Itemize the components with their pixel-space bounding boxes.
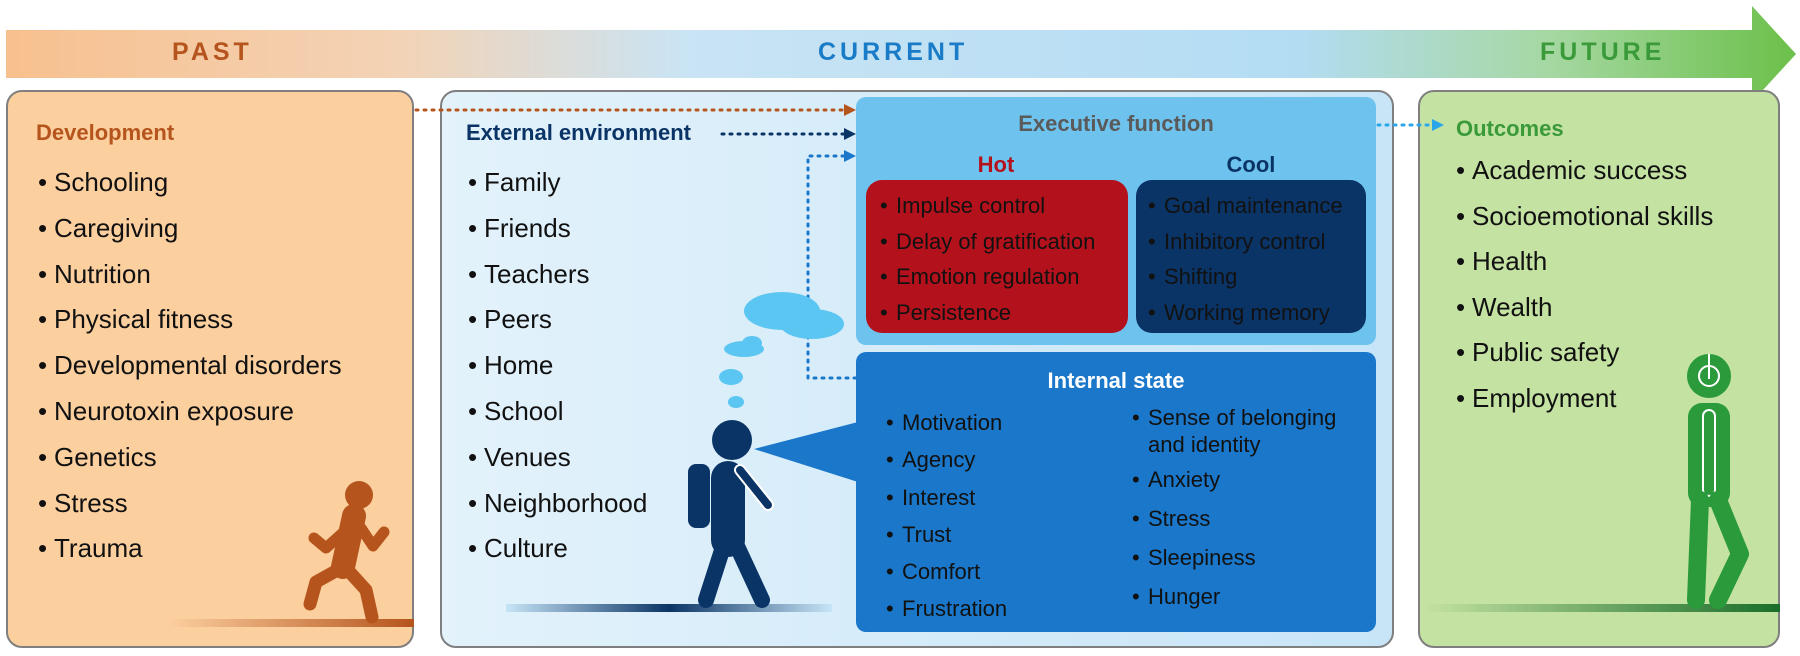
external-environment-item: Teachers bbox=[468, 252, 647, 298]
external-environment-item: Neighborhood bbox=[468, 481, 647, 527]
timeline-future-label: FUTURE bbox=[1540, 38, 1666, 66]
cool-box: Goal maintenanceInhibitory controlShifti… bbox=[1136, 180, 1366, 333]
development-item: Stress bbox=[38, 481, 342, 527]
executive-function-title: Executive function bbox=[1018, 111, 1214, 136]
internal-state-item: Sense of belonging and identity bbox=[1132, 404, 1368, 458]
outcome-item: Public safety bbox=[1456, 330, 1713, 376]
development-list: SchoolingCaregivingNutritionPhysical fit… bbox=[38, 160, 342, 572]
development-title: Development bbox=[36, 120, 175, 145]
internal-state-item: Frustration bbox=[886, 590, 1007, 628]
external-environment-title: External environment bbox=[466, 120, 691, 145]
outcome-item: Health bbox=[1456, 239, 1713, 285]
external-environment-item: Culture bbox=[468, 526, 647, 572]
development-item: Schooling bbox=[38, 160, 342, 206]
cool-item: Inhibitory control bbox=[1148, 224, 1343, 260]
development-item: Trauma bbox=[38, 526, 342, 572]
outcome-item: Wealth bbox=[1456, 285, 1713, 331]
internal-state-item: Trust bbox=[886, 516, 1007, 554]
development-item: Genetics bbox=[38, 435, 342, 481]
cool-title: Cool bbox=[1226, 152, 1276, 177]
internal-state-item: Sleepiness bbox=[1132, 544, 1368, 571]
timeline-current-label: CURRENT bbox=[818, 38, 969, 66]
outcomes-title: Outcomes bbox=[1456, 116, 1564, 141]
cool-item: Working memory bbox=[1148, 295, 1343, 331]
internal-state-item: Hunger bbox=[1132, 583, 1368, 610]
internal-state-item: Comfort bbox=[886, 553, 1007, 591]
development-panel: Development SchoolingCaregivingNutrition… bbox=[6, 90, 414, 648]
external-environment-item: Family bbox=[468, 160, 647, 206]
development-item: Caregiving bbox=[38, 206, 342, 252]
development-item: Neurotoxin exposure bbox=[38, 389, 342, 435]
timeline-arrow bbox=[6, 6, 1796, 102]
outcomes-panel: Outcomes Academic successSocioemotional … bbox=[1418, 90, 1780, 648]
hot-item: Impulse control bbox=[880, 188, 1095, 224]
running-person-icon bbox=[168, 481, 414, 627]
external-environment-item: Home bbox=[468, 343, 647, 389]
cool-item: Shifting bbox=[1148, 259, 1343, 295]
hot-item: Emotion regulation bbox=[880, 259, 1095, 295]
external-environment-list: FamilyFriendsTeachersPeersHomeSchoolVenu… bbox=[468, 160, 647, 572]
hot-box: Impulse controlDelay of gratificationEmo… bbox=[866, 180, 1128, 333]
hot-title: Hot bbox=[977, 152, 1015, 177]
internal-state-item: Agency bbox=[886, 441, 1007, 479]
internal-state-left-list: MotivationAgencyInterestTrustComfortFrus… bbox=[886, 404, 1007, 628]
timeline-past-label: PAST bbox=[172, 38, 253, 66]
hot-list: Impulse controlDelay of gratificationEmo… bbox=[880, 188, 1095, 330]
internal-state-item: Motivation bbox=[886, 404, 1007, 442]
development-item: Physical fitness bbox=[38, 297, 342, 343]
external-environment-item: School bbox=[468, 389, 647, 435]
internal-state-title: Internal state bbox=[1047, 368, 1185, 393]
hot-item: Delay of gratification bbox=[880, 224, 1095, 260]
outcomes-list: Academic successSocioemotional skillsHea… bbox=[1456, 148, 1713, 422]
development-item: Developmental disorders bbox=[38, 343, 342, 389]
external-environment-item: Peers bbox=[468, 297, 647, 343]
internal-state-item: Interest bbox=[886, 479, 1007, 517]
hot-item: Persistence bbox=[880, 295, 1095, 331]
outcome-item: Academic success bbox=[1456, 148, 1713, 194]
cool-item: Goal maintenance bbox=[1148, 188, 1343, 224]
outcome-item: Socioemotional skills bbox=[1456, 194, 1713, 240]
development-item: Nutrition bbox=[38, 252, 342, 298]
outcome-item: Employment bbox=[1456, 376, 1713, 422]
external-environment-item: Venues bbox=[468, 435, 647, 481]
cool-list: Goal maintenanceInhibitory controlShifti… bbox=[1148, 188, 1343, 330]
internal-state-item: Anxiety bbox=[1132, 466, 1368, 493]
internal-state-box: Internal state MotivationAgencyInterestT… bbox=[856, 352, 1376, 632]
external-environment-item: Friends bbox=[468, 206, 647, 252]
internal-state-right-list: Sense of belonging and identityAnxietySt… bbox=[1132, 404, 1368, 622]
internal-state-item: Stress bbox=[1132, 505, 1368, 532]
